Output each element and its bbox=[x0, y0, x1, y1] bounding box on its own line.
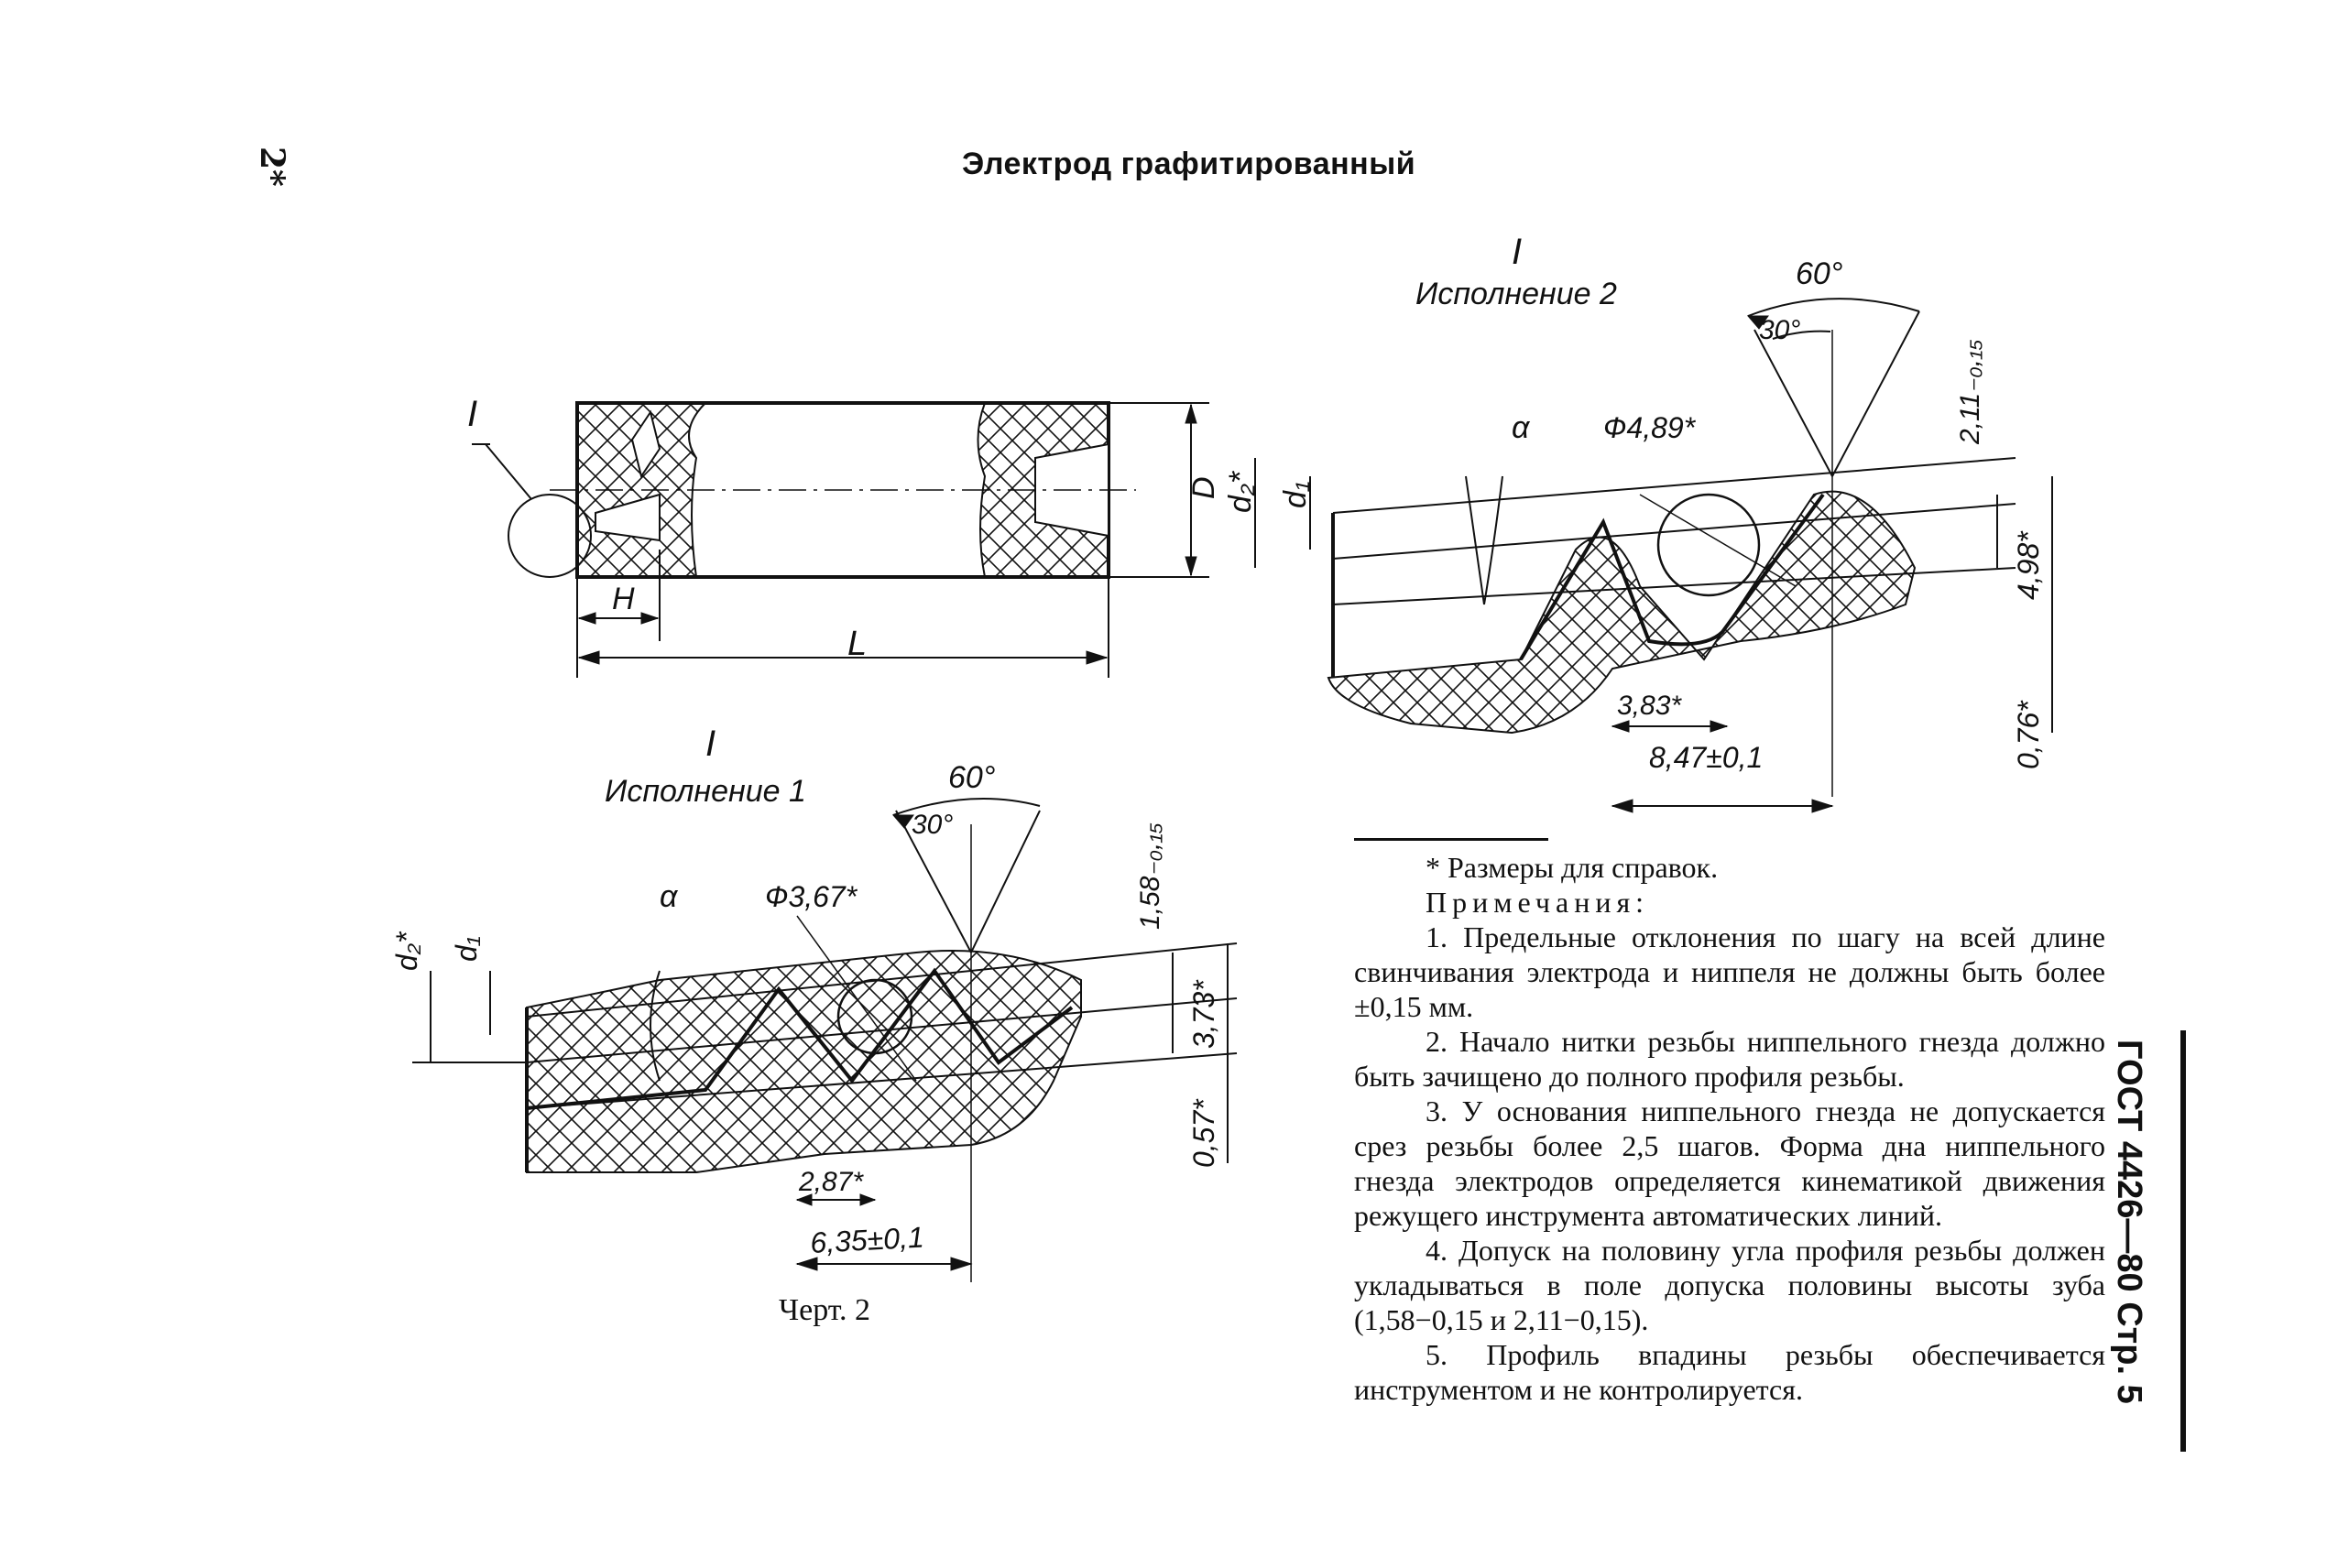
note-item: 5. Профиль впадины резьбы обеспечивается… bbox=[1354, 1338, 2105, 1406]
label-d1: d₁ bbox=[1278, 481, 1313, 508]
angle-60-v2: 60° bbox=[1796, 256, 1842, 291]
drawing-caption: Черт. 2 bbox=[779, 1293, 871, 1327]
angle-60-v1: 60° bbox=[948, 760, 995, 795]
variant-1-caption: Исполнение 1 bbox=[605, 774, 806, 809]
reference-note: * Размеры для справок. bbox=[1426, 851, 1719, 884]
pitch-v1: 6,35±0,1 bbox=[809, 1221, 924, 1259]
variant-2-caption: Исполнение 2 bbox=[1415, 277, 1617, 311]
label-h: H bbox=[612, 582, 635, 616]
angle-30-v2: 30° bbox=[1759, 315, 1800, 345]
notes-heading: Примечания: bbox=[1426, 886, 1650, 919]
height-tooth-v2: 2,11₋₀,₁₅ bbox=[1955, 340, 1985, 446]
pitch-v2: 8,47±0,1 bbox=[1649, 741, 1763, 774]
detail-mark-2: I bbox=[1512, 232, 1522, 272]
section-view bbox=[472, 401, 1311, 678]
detail-variant-2 bbox=[1327, 298, 2053, 813]
note-item: 1. Предельные отклонения по шагу на всей… bbox=[1354, 920, 2105, 1023]
detail-mark-1: I bbox=[705, 724, 716, 764]
diameter-v2: Ф4,89* bbox=[1603, 411, 1697, 444]
label-d2-v1: d₂* bbox=[390, 931, 423, 971]
alpha-v2: α bbox=[1512, 410, 1531, 445]
label-d2: d₂* bbox=[1223, 470, 1258, 513]
height-total-v1: 3,73* bbox=[1187, 979, 1220, 1049]
standard-page-label: ГОСТ 4426—80 Стр. 5 bbox=[2110, 1040, 2148, 1404]
pitch-half-v1: 2,87* bbox=[798, 1167, 864, 1197]
label-d: D bbox=[1186, 476, 1221, 499]
detail-mark-top: I bbox=[467, 394, 477, 434]
note-item: 3. У основания ниппельного гнезда не доп… bbox=[1354, 1094, 2105, 1232]
label-d1-v1: d₁ bbox=[450, 936, 483, 962]
angle-30-v1: 30° bbox=[912, 810, 953, 840]
diameter-v1: Ф3,67* bbox=[765, 880, 858, 913]
side-rule bbox=[2180, 1030, 2186, 1452]
page-title: Электрод графитированный bbox=[962, 147, 1416, 181]
height-tooth-v1: 1,58₋₀,₁₅ bbox=[1135, 822, 1165, 930]
detail-variant-1 bbox=[412, 798, 1238, 1282]
note-item: 4. Допуск на половину угла профиля резьб… bbox=[1354, 1234, 2105, 1336]
label-l: L bbox=[847, 625, 867, 663]
gap-v1: 0,57* bbox=[1187, 1098, 1220, 1168]
note-item: 2. Начало нитки резьбы ниппельного гнезд… bbox=[1354, 1025, 2105, 1093]
gap-v2: 0,76* bbox=[2012, 700, 2045, 769]
footnote-rule bbox=[1354, 838, 1548, 841]
pitch-half-v2: 3,83* bbox=[1617, 691, 1682, 721]
notes-block: * Размеры для справок. Примечания: 1. Пр… bbox=[1354, 838, 2105, 1407]
height-total-v2: 4,98* bbox=[2012, 530, 2045, 600]
alpha-v1: α bbox=[660, 879, 679, 914]
